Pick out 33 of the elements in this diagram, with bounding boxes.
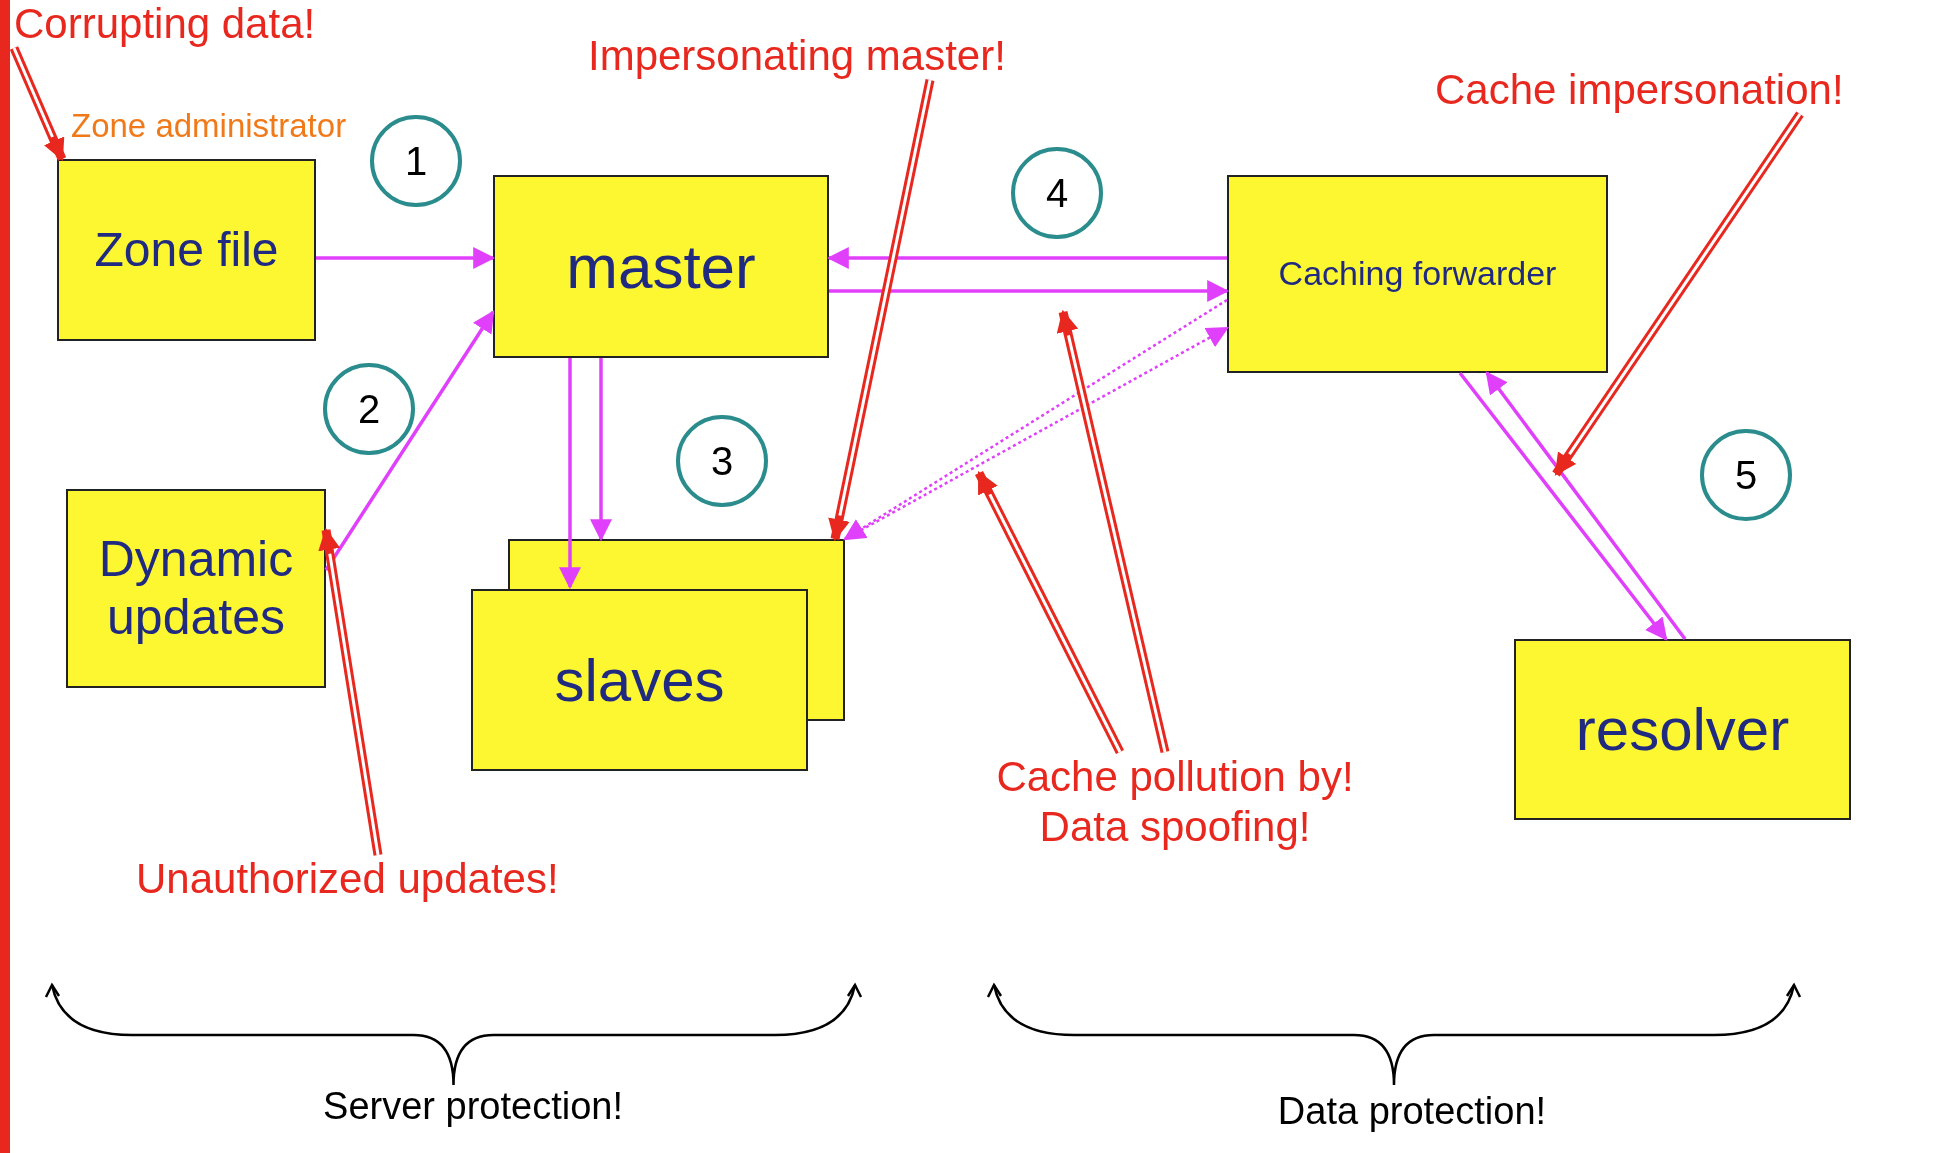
- caption: Server protection!: [323, 1085, 623, 1128]
- caption: Data protection!: [1277, 1090, 1547, 1133]
- arrow: [826, 247, 1227, 269]
- arrow: [318, 527, 383, 856]
- callout-circle: 5: [1700, 429, 1792, 521]
- attack-label: Unauthorized updates!: [136, 855, 559, 903]
- arrow: [1458, 371, 1668, 641]
- arrow: [590, 358, 612, 542]
- arrow: [324, 310, 495, 571]
- arrow: [975, 470, 1124, 755]
- arrow: [1056, 309, 1170, 753]
- arrow: [1485, 371, 1687, 641]
- attack-label: Corrupting data!: [14, 0, 316, 48]
- arrow: [828, 79, 935, 542]
- process-box: Zone file: [57, 159, 316, 341]
- node-label: Zone administrator: [71, 107, 347, 145]
- arrow: [829, 280, 1230, 302]
- callout-circle: 1: [370, 115, 462, 207]
- arrow: [559, 358, 581, 590]
- process-box: slaves: [471, 539, 845, 771]
- process-box: resolver: [1514, 639, 1851, 820]
- attack-label: Impersonating master!: [588, 32, 1006, 80]
- arrow: [1552, 111, 1804, 477]
- process-box: Dynamic updates: [66, 489, 326, 688]
- arrow: [9, 46, 67, 161]
- callout-circle: 2: [323, 363, 415, 455]
- arrow: [316, 247, 496, 269]
- attack-label: Cache pollution by! Data spoofing!: [955, 752, 1395, 853]
- callout-circle: 3: [676, 415, 768, 507]
- process-box: Caching forwarder: [1227, 175, 1608, 373]
- process-box: master: [493, 175, 829, 358]
- callout-circle: 4: [1011, 147, 1103, 239]
- attack-label: Cache impersonation!: [1435, 66, 1844, 114]
